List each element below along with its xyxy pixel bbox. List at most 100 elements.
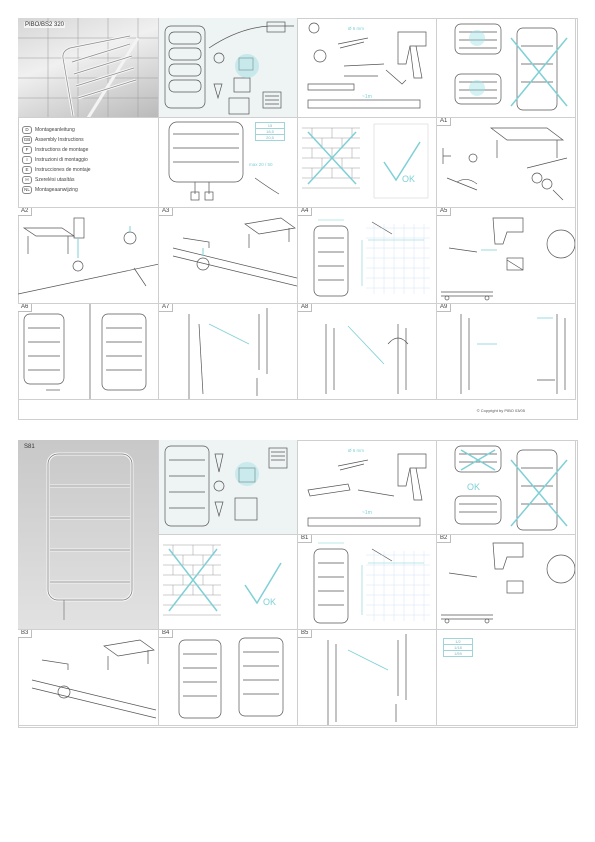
model-code: PIBO/BS2 320 (24, 22, 66, 28)
dimension-cell: max 20 / 50 15 18,5 20,5 (159, 118, 298, 208)
copyright-text: © Copyright by PIBO 03/05 (476, 408, 525, 413)
parts-illustration (164, 21, 294, 115)
step-label: A6 (18, 304, 33, 312)
s81-parts-illustration (164, 445, 288, 527)
step-a5-illustration (441, 217, 575, 301)
language-code: F (22, 146, 32, 154)
step-a8-cell: A8 (298, 304, 437, 400)
s81-parts-cell (159, 440, 298, 535)
s81-tools-illustration: Ø 6 mm ~1m (307, 448, 427, 527)
s81-dim-1m-label: ~1m (362, 510, 372, 516)
tools-cell: Ø 6 mm ~1m (298, 18, 437, 118)
bathroom-photo (18, 18, 158, 117)
step-a8-illustration (325, 324, 409, 394)
size-table: 15 18,5 20,5 (255, 122, 285, 141)
language-code: D (22, 126, 32, 134)
step-b3-cell: B3 (18, 630, 159, 726)
step-a9-cell: A9 (437, 304, 576, 400)
tools-illustration: Ø 6 mm ~1m (307, 22, 427, 109)
language-label: Montageaanwijzing (35, 187, 78, 193)
step-label: B5 (298, 630, 313, 638)
svg-text:max 20 / 50: max 20 / 50 (249, 162, 273, 167)
s81-rail-illustration (46, 452, 134, 620)
step-label: A3 (159, 208, 174, 216)
s81-ok-label: OK (263, 597, 276, 607)
step-a5-cell: A5 (437, 208, 576, 304)
step-label: A2 (18, 208, 33, 216)
s81-wall-check-illustration: OK (163, 544, 282, 616)
step-label: B2 (437, 535, 452, 543)
size-value: 1/59 (454, 651, 462, 656)
s81-tools-cell: Ø 6 mm ~1m (298, 440, 437, 535)
comparison-illustration (454, 23, 568, 111)
language-code: I (22, 156, 32, 164)
step-a4-cell: A4 (298, 208, 437, 304)
s81-model-code: S81 (24, 444, 35, 450)
step-b1-illustration (313, 542, 430, 624)
step-b5-illustration (327, 634, 407, 725)
step-label: A5 (437, 208, 452, 216)
s81-comparison-illustration: OK (454, 445, 568, 531)
parts-cell (159, 18, 298, 118)
cover-photo-cell: PIBO/BS2 320 (18, 18, 159, 118)
wrong-right-cell (437, 18, 576, 118)
step-b4-cell: B4 (159, 630, 298, 726)
wall-check-illustration: OK (302, 123, 429, 199)
step-a3-illustration (172, 217, 297, 287)
step-a1-cell: A1 (437, 118, 576, 208)
svg-text:OK: OK (467, 482, 480, 492)
dim-1m-label: ~1m (362, 94, 372, 100)
rail-dimension-illustration: max 20 / 50 (168, 121, 280, 201)
step-b2-cell: B2 (437, 535, 576, 630)
step-a4-illustration (313, 219, 430, 297)
language-code: E (22, 166, 32, 174)
step-b5-cell: B5 (298, 630, 437, 726)
svg-text:Ø 6 mm: Ø 6 mm (348, 26, 364, 31)
step-label: B4 (159, 630, 174, 638)
language-code: H (22, 176, 32, 184)
step-a2-illustration (18, 217, 158, 295)
wall-check-cell: OK (298, 118, 437, 208)
step-a7-illustration (188, 308, 268, 399)
language-label: Montageanleitung (35, 127, 75, 133)
step-label: B1 (298, 535, 313, 543)
s81-wall-check-cell: OK (159, 535, 298, 630)
step-a6-illustration (23, 304, 147, 399)
language-label: Instructions de montage (35, 147, 89, 153)
language-code: GB (22, 136, 32, 144)
step-label: A1 (437, 118, 452, 126)
step-b2-illustration (441, 542, 575, 624)
language-label: Instruzioni di montaggio (35, 157, 88, 163)
language-label: Szerelési utasítás (35, 177, 75, 183)
step-b3-illustration (31, 639, 157, 719)
step-a1-illustration (442, 127, 568, 201)
s81-size-cell: 1/2 1/18 1/59 (437, 630, 576, 726)
language-label: Instrucciones de montaje (35, 167, 91, 173)
step-label: A4 (298, 208, 313, 216)
size-value: 1/2 (444, 639, 472, 645)
s81-size-table: 1/2 1/18 1/59 (443, 638, 473, 657)
step-a7-cell: A7 (159, 304, 298, 400)
size-value: 18,5 (256, 129, 284, 135)
step-label: B3 (18, 630, 33, 638)
step-a3-cell: A3 (159, 208, 298, 304)
size-value: 15 (256, 123, 284, 129)
ok-label: OK (402, 174, 415, 184)
language-label: Assembly Instructions (35, 137, 84, 143)
step-a2-cell: A2 (18, 208, 159, 304)
language-code: NL (22, 186, 32, 194)
svg-text:Ø 6 mm: Ø 6 mm (348, 448, 364, 453)
s81-photo-cell: S81 (18, 440, 159, 630)
step-a9-illustration (460, 314, 566, 394)
step-a6-cell: A6 (18, 304, 159, 400)
s81-comparison-cell: OK (437, 440, 576, 535)
s81-photo (18, 440, 158, 629)
step-label: A9 (437, 304, 452, 312)
